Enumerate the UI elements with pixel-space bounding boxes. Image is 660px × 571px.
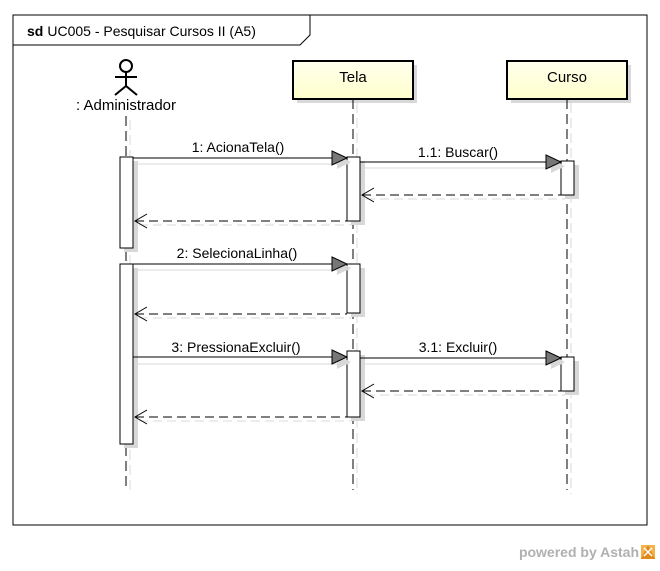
frame-name: UC005 - Pesquisar Cursos II (A5) [47, 23, 256, 39]
return-pressiona-excluir [134, 409, 351, 425]
lifeline-curso-head[interactable] [506, 60, 628, 100]
message-buscar-label: 1.1: Buscar() [418, 144, 498, 160]
message-seleciona-linha: 2: SelecionaLinha() [133, 245, 351, 275]
lifeline-tela-label: Tela [339, 69, 367, 86]
actor-label: : Administrador [76, 97, 176, 114]
sd-frame [12, 14, 648, 526]
activation-bars [119, 156, 575, 445]
astah-watermark: powered by Astah [519, 544, 639, 560]
lifeline-tela-head[interactable] [292, 60, 414, 100]
message-pressiona-excluir: 3: PressionaExcluir() [133, 339, 351, 369]
message-pressiona-excluir-label: 3: PressionaExcluir() [171, 339, 300, 355]
return-buscar [361, 187, 565, 203]
return-seleciona-linha [134, 306, 351, 322]
message-excluir-label: 3.1: Excluir() [419, 339, 498, 355]
message-aciona-tela-label: 1: AcionaTela() [192, 139, 285, 155]
return-aciona-tela [134, 213, 351, 229]
lifeline-curso-label: Curso [547, 69, 587, 86]
frame-keyword: sd [27, 23, 43, 39]
message-aciona-tela: 1: AcionaTela() [133, 139, 351, 169]
sd-frame-tab [13, 15, 311, 46]
actor-icon [114, 59, 138, 96]
message-buscar: 1.1: Buscar() [360, 144, 565, 173]
message-excluir: 3.1: Excluir() [360, 339, 565, 369]
return-excluir [361, 383, 565, 399]
astah-logo-icon [641, 545, 655, 559]
message-seleciona-linha-label: 2: SelecionaLinha() [177, 245, 298, 261]
